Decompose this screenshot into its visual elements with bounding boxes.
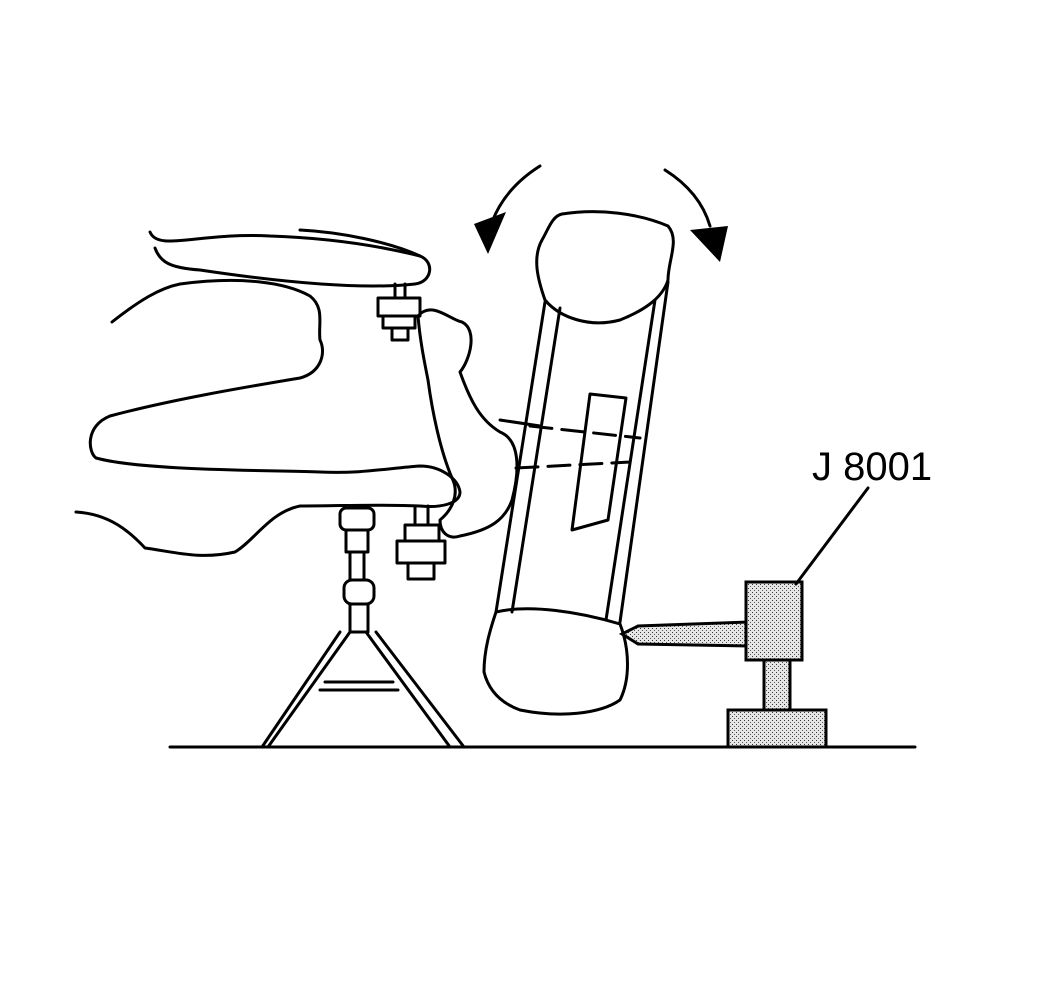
tool-label: J 8001 (812, 445, 932, 489)
jack-stand (260, 506, 466, 749)
upper-ball-joint-nut (376, 282, 422, 342)
dial-indicator-tool (618, 580, 828, 749)
indicator-post (762, 658, 792, 712)
indicator-base (726, 708, 828, 749)
indicator-stylus (618, 620, 750, 648)
rotation-arrow-right (663, 168, 728, 262)
tire-wheel-assembly (482, 210, 675, 716)
indicator-body (744, 580, 804, 662)
tool-leader-line (794, 486, 870, 586)
lower-control-arm (74, 278, 462, 557)
rotation-arrow-left (474, 164, 542, 254)
lower-ball-joint-nut (395, 504, 447, 581)
upper-control-arm (148, 230, 431, 288)
steering-knuckle (416, 308, 519, 539)
